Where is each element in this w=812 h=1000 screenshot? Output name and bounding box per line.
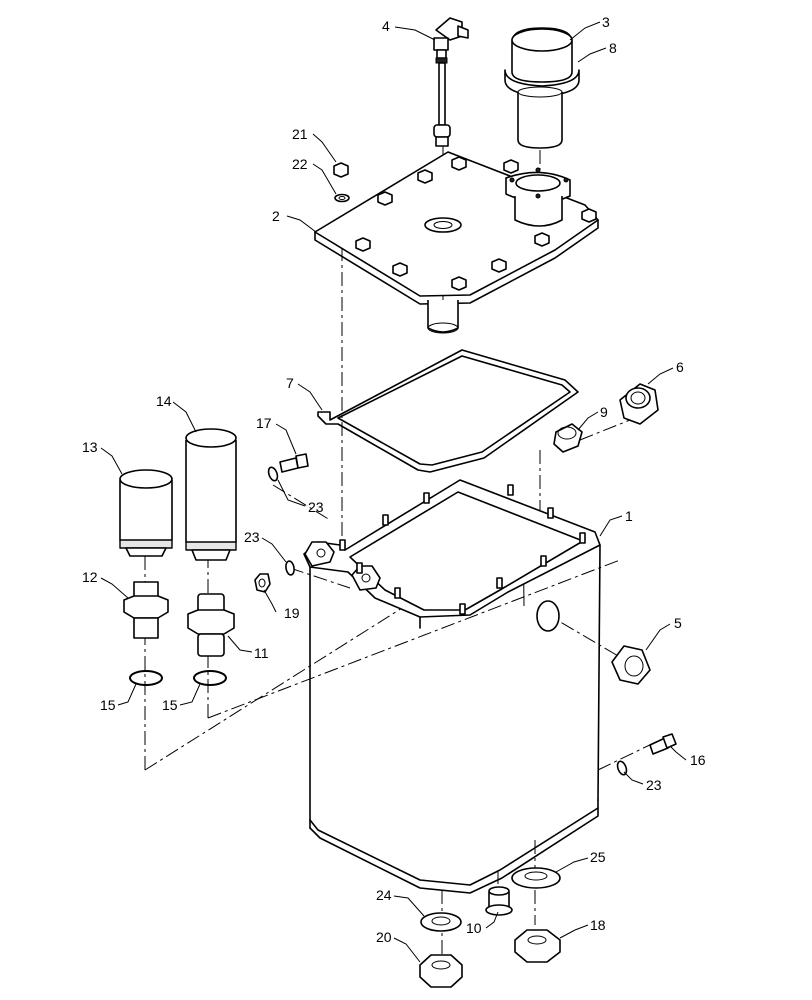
callout-1: 1 — [625, 508, 633, 524]
callout-19: 19 — [284, 605, 300, 621]
part-23-washer-c — [616, 760, 628, 776]
callout-2: 2 — [272, 208, 280, 224]
callout-21: 21 — [292, 126, 308, 142]
part-21-nut — [333, 162, 349, 178]
part-9-plug — [553, 423, 583, 453]
part-18-nut — [514, 929, 561, 963]
part-10-drain-plug — [485, 886, 513, 916]
part-15-o-ring-a — [129, 670, 163, 686]
part-12-adapter — [123, 581, 169, 639]
callout-14: 14 — [156, 393, 172, 409]
callout-9: 9 — [600, 404, 608, 420]
part-3-filler-cap — [504, 27, 580, 97]
callout-15-a: 15 — [100, 697, 116, 713]
callout-4: 4 — [382, 18, 390, 34]
callout-18: 18 — [590, 917, 606, 933]
callout-16: 16 — [690, 752, 706, 768]
part-25-washer — [511, 867, 561, 889]
part-1-tank — [303, 479, 601, 894]
part-23-washer-a — [267, 466, 279, 482]
part-23-washer-b — [285, 560, 295, 576]
callout-13: 13 — [82, 439, 98, 455]
part-13-filter — [119, 469, 173, 557]
callout-24: 24 — [376, 887, 392, 903]
callout-20: 20 — [376, 929, 392, 945]
part-7-gasket — [317, 349, 579, 473]
callout-15-b: 15 — [162, 697, 178, 713]
callout-8: 8 — [609, 40, 617, 56]
part-14-filter — [185, 428, 237, 561]
part-4-breather-pipe — [433, 17, 469, 147]
callout-22: 22 — [292, 156, 308, 172]
callout-6: 6 — [676, 359, 684, 375]
callout-3: 3 — [602, 14, 610, 30]
part-19-nut — [254, 573, 271, 593]
part-24-washer — [420, 912, 462, 932]
part-5-side-plug — [611, 645, 651, 685]
callout-12: 12 — [82, 569, 98, 585]
callout-23-a: 23 — [308, 499, 324, 515]
callout-23-b: 23 — [244, 529, 260, 545]
part-2-cover-plate — [314, 151, 599, 334]
callout-10: 10 — [466, 920, 482, 936]
part-11-adapter — [187, 593, 235, 657]
callout-7: 7 — [286, 375, 294, 391]
part-16-bolt — [649, 733, 677, 755]
callout-labels: 4 3 8 21 22 2 7 6 9 1 5 17 23 23 19 16 2… — [82, 14, 706, 945]
callout-11: 11 — [254, 645, 269, 661]
part-20-nut — [419, 954, 463, 988]
part-6-plug — [619, 383, 659, 425]
leader-lines — [100, 21, 687, 963]
part-8-strainer — [517, 86, 563, 149]
callout-5: 5 — [674, 615, 682, 631]
callout-17: 17 — [256, 415, 272, 431]
callout-23-c: 23 — [646, 777, 662, 793]
part-22-washer — [334, 193, 350, 203]
callout-25: 25 — [590, 849, 606, 865]
part-17-bolt — [279, 453, 309, 473]
part-15-o-ring-b — [193, 670, 227, 686]
